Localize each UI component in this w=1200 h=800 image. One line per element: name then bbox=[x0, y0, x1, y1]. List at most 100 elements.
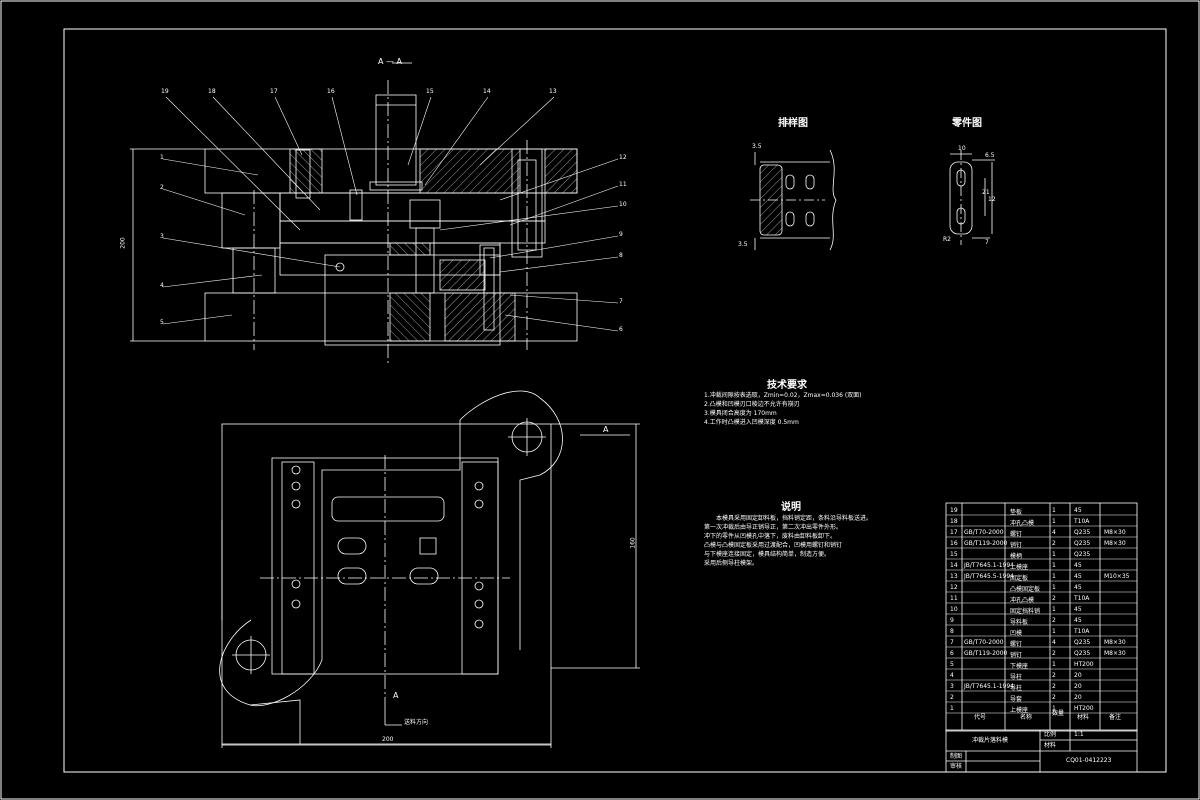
bom-cell-name: 上模座 bbox=[1010, 564, 1029, 571]
note-line-1: 本模具采用固定卸料板，挡料销定距，条料沿导料板送进。 bbox=[716, 515, 873, 522]
bom-cell-no: 3 bbox=[950, 683, 954, 690]
bom-cell-mat: HT200 bbox=[1074, 661, 1094, 668]
callout-leaders bbox=[162, 96, 619, 332]
drawing-number: CQ01-0412223 bbox=[1066, 757, 1112, 764]
bom-header-code: 代号 bbox=[974, 714, 987, 721]
bom-cell-name: 下模座 bbox=[1010, 663, 1029, 670]
bom-cell-note: M8×30 bbox=[1104, 529, 1126, 536]
bom-cell-qty: 1 bbox=[1052, 507, 1056, 514]
part-dim-5: 7 bbox=[985, 239, 989, 246]
bom-cell-code: GB/T70-2000 bbox=[964, 639, 1004, 646]
bom-row: 1 上模座 1 HT200 bbox=[948, 703, 1137, 714]
bom-cell-code: JB/T7645.5-1994 bbox=[964, 573, 1015, 580]
part-dim-3: 21 bbox=[982, 189, 990, 196]
bom-cell-no: 13 bbox=[950, 573, 958, 580]
bom-cell-name: 垫板 bbox=[1010, 509, 1023, 516]
note-line-2: 第一次冲裁后由导正销导正，第二次冲出零件外形。 bbox=[704, 524, 843, 531]
reviewer-label: 审核 bbox=[950, 763, 963, 770]
bom-cell-mat: 45 bbox=[1074, 562, 1082, 569]
bom-cell-name: 导套 bbox=[1010, 696, 1023, 703]
bom-cell-mat: 45 bbox=[1074, 573, 1082, 580]
bom-cell-no: 1 bbox=[950, 705, 954, 712]
bom-header-note: 备注 bbox=[1109, 714, 1122, 721]
bom-cell-name: 模柄 bbox=[1010, 553, 1023, 560]
callout-18: 18 bbox=[208, 88, 216, 95]
drawing-frame bbox=[63, 28, 1167, 773]
part-dim-1: 10 bbox=[958, 145, 966, 152]
bom-cell-qty: 2 bbox=[1052, 650, 1056, 657]
bom-cell-name: 固定板 bbox=[1010, 575, 1029, 582]
bom-cell-mat: Q235 bbox=[1074, 650, 1091, 657]
bom-cell-code: GB/T119-2000 bbox=[964, 650, 1008, 657]
bom-cell-no: 12 bbox=[950, 584, 958, 591]
bom-table bbox=[945, 502, 1138, 732]
callout-8: 8 bbox=[619, 252, 623, 259]
callout-13: 13 bbox=[549, 88, 557, 95]
bom-cell-code: GB/T119-2000 bbox=[964, 540, 1008, 547]
bom-cell-note: M8×30 bbox=[1104, 650, 1126, 657]
bom-cell-no: 19 bbox=[950, 507, 958, 514]
scale-value: 1:1 bbox=[1074, 731, 1084, 738]
bom-cell-name: 上模座 bbox=[1010, 707, 1029, 714]
bom-cell-qty: 1 bbox=[1052, 705, 1056, 712]
tech-item-3: 3.模具闭合高度为 170mm bbox=[704, 410, 777, 417]
bom-cell-name: 凸模固定板 bbox=[1010, 586, 1041, 593]
callout-10: 10 bbox=[619, 201, 627, 208]
bom-cell-qty: 1 bbox=[1052, 606, 1056, 613]
bom-cell-code: JB/T7645.1-1994 bbox=[964, 683, 1015, 690]
callout-1: 1 bbox=[160, 154, 164, 161]
strip-layout-title: 排样图 bbox=[778, 118, 808, 129]
scale-label: 比例 bbox=[1044, 731, 1057, 738]
bom-cell-no: 2 bbox=[950, 694, 954, 701]
feed-direction-label: 送料方向 bbox=[404, 719, 429, 726]
bom-cell-qty: 2 bbox=[1052, 540, 1056, 547]
callout-6: 6 bbox=[619, 326, 623, 333]
part-dim-6: R2 bbox=[943, 236, 951, 243]
bom-cell-name: 凹模 bbox=[1010, 630, 1023, 637]
bom-cell-no: 11 bbox=[950, 595, 958, 602]
note-line-3: 冲下的零件从凹模孔中落下，废料由卸料板卸下。 bbox=[704, 533, 837, 540]
callout-15: 15 bbox=[426, 88, 434, 95]
note-line-6: 采用后侧导柱模架。 bbox=[704, 560, 759, 567]
section-label: A — A bbox=[378, 57, 403, 66]
bom-cell-name: 螺钉 bbox=[1010, 641, 1023, 648]
callout-4: 4 bbox=[160, 282, 164, 289]
dim-height-plan: 160 bbox=[629, 537, 637, 549]
title-block bbox=[945, 729, 1138, 773]
bom-row-lines bbox=[946, 514, 1137, 714]
bom-cell-qty: 2 bbox=[1052, 694, 1056, 701]
bom-cell-qty: 4 bbox=[1052, 639, 1056, 646]
part-dim-2: 6.5 bbox=[985, 152, 995, 159]
bom-cell-no: 18 bbox=[950, 518, 958, 525]
callout-7: 7 bbox=[619, 298, 623, 305]
bom-header-qty: 数量 bbox=[1052, 710, 1065, 717]
bom-cell-name: 冲孔凸模 bbox=[1010, 520, 1035, 527]
bom-cell-mat: T10A bbox=[1074, 595, 1090, 602]
callout-12: 12 bbox=[619, 154, 627, 161]
part-drawing-title: 零件图 bbox=[952, 118, 982, 129]
bom-cell-name: 销钉 bbox=[1010, 542, 1023, 549]
part-dim-4: 12 bbox=[988, 196, 996, 203]
bom-cell-mat: HT200 bbox=[1074, 705, 1094, 712]
bom-cell-qty: 1 bbox=[1052, 551, 1056, 558]
bom-cell-qty: 4 bbox=[1052, 529, 1056, 536]
bom-header-mat: 材料 bbox=[1077, 714, 1090, 721]
note-title: 说明 bbox=[781, 502, 801, 513]
bom-header-name: 名称 bbox=[1020, 714, 1033, 721]
bom-cell-code: GB/T70-2000 bbox=[964, 529, 1004, 536]
tech-item-1: 1.冲裁间隙按表选取，Zmin=0.02，Zmax=0.036 (双面) bbox=[704, 392, 862, 399]
bom-cell-name: 固定挡料销 bbox=[1010, 608, 1041, 615]
